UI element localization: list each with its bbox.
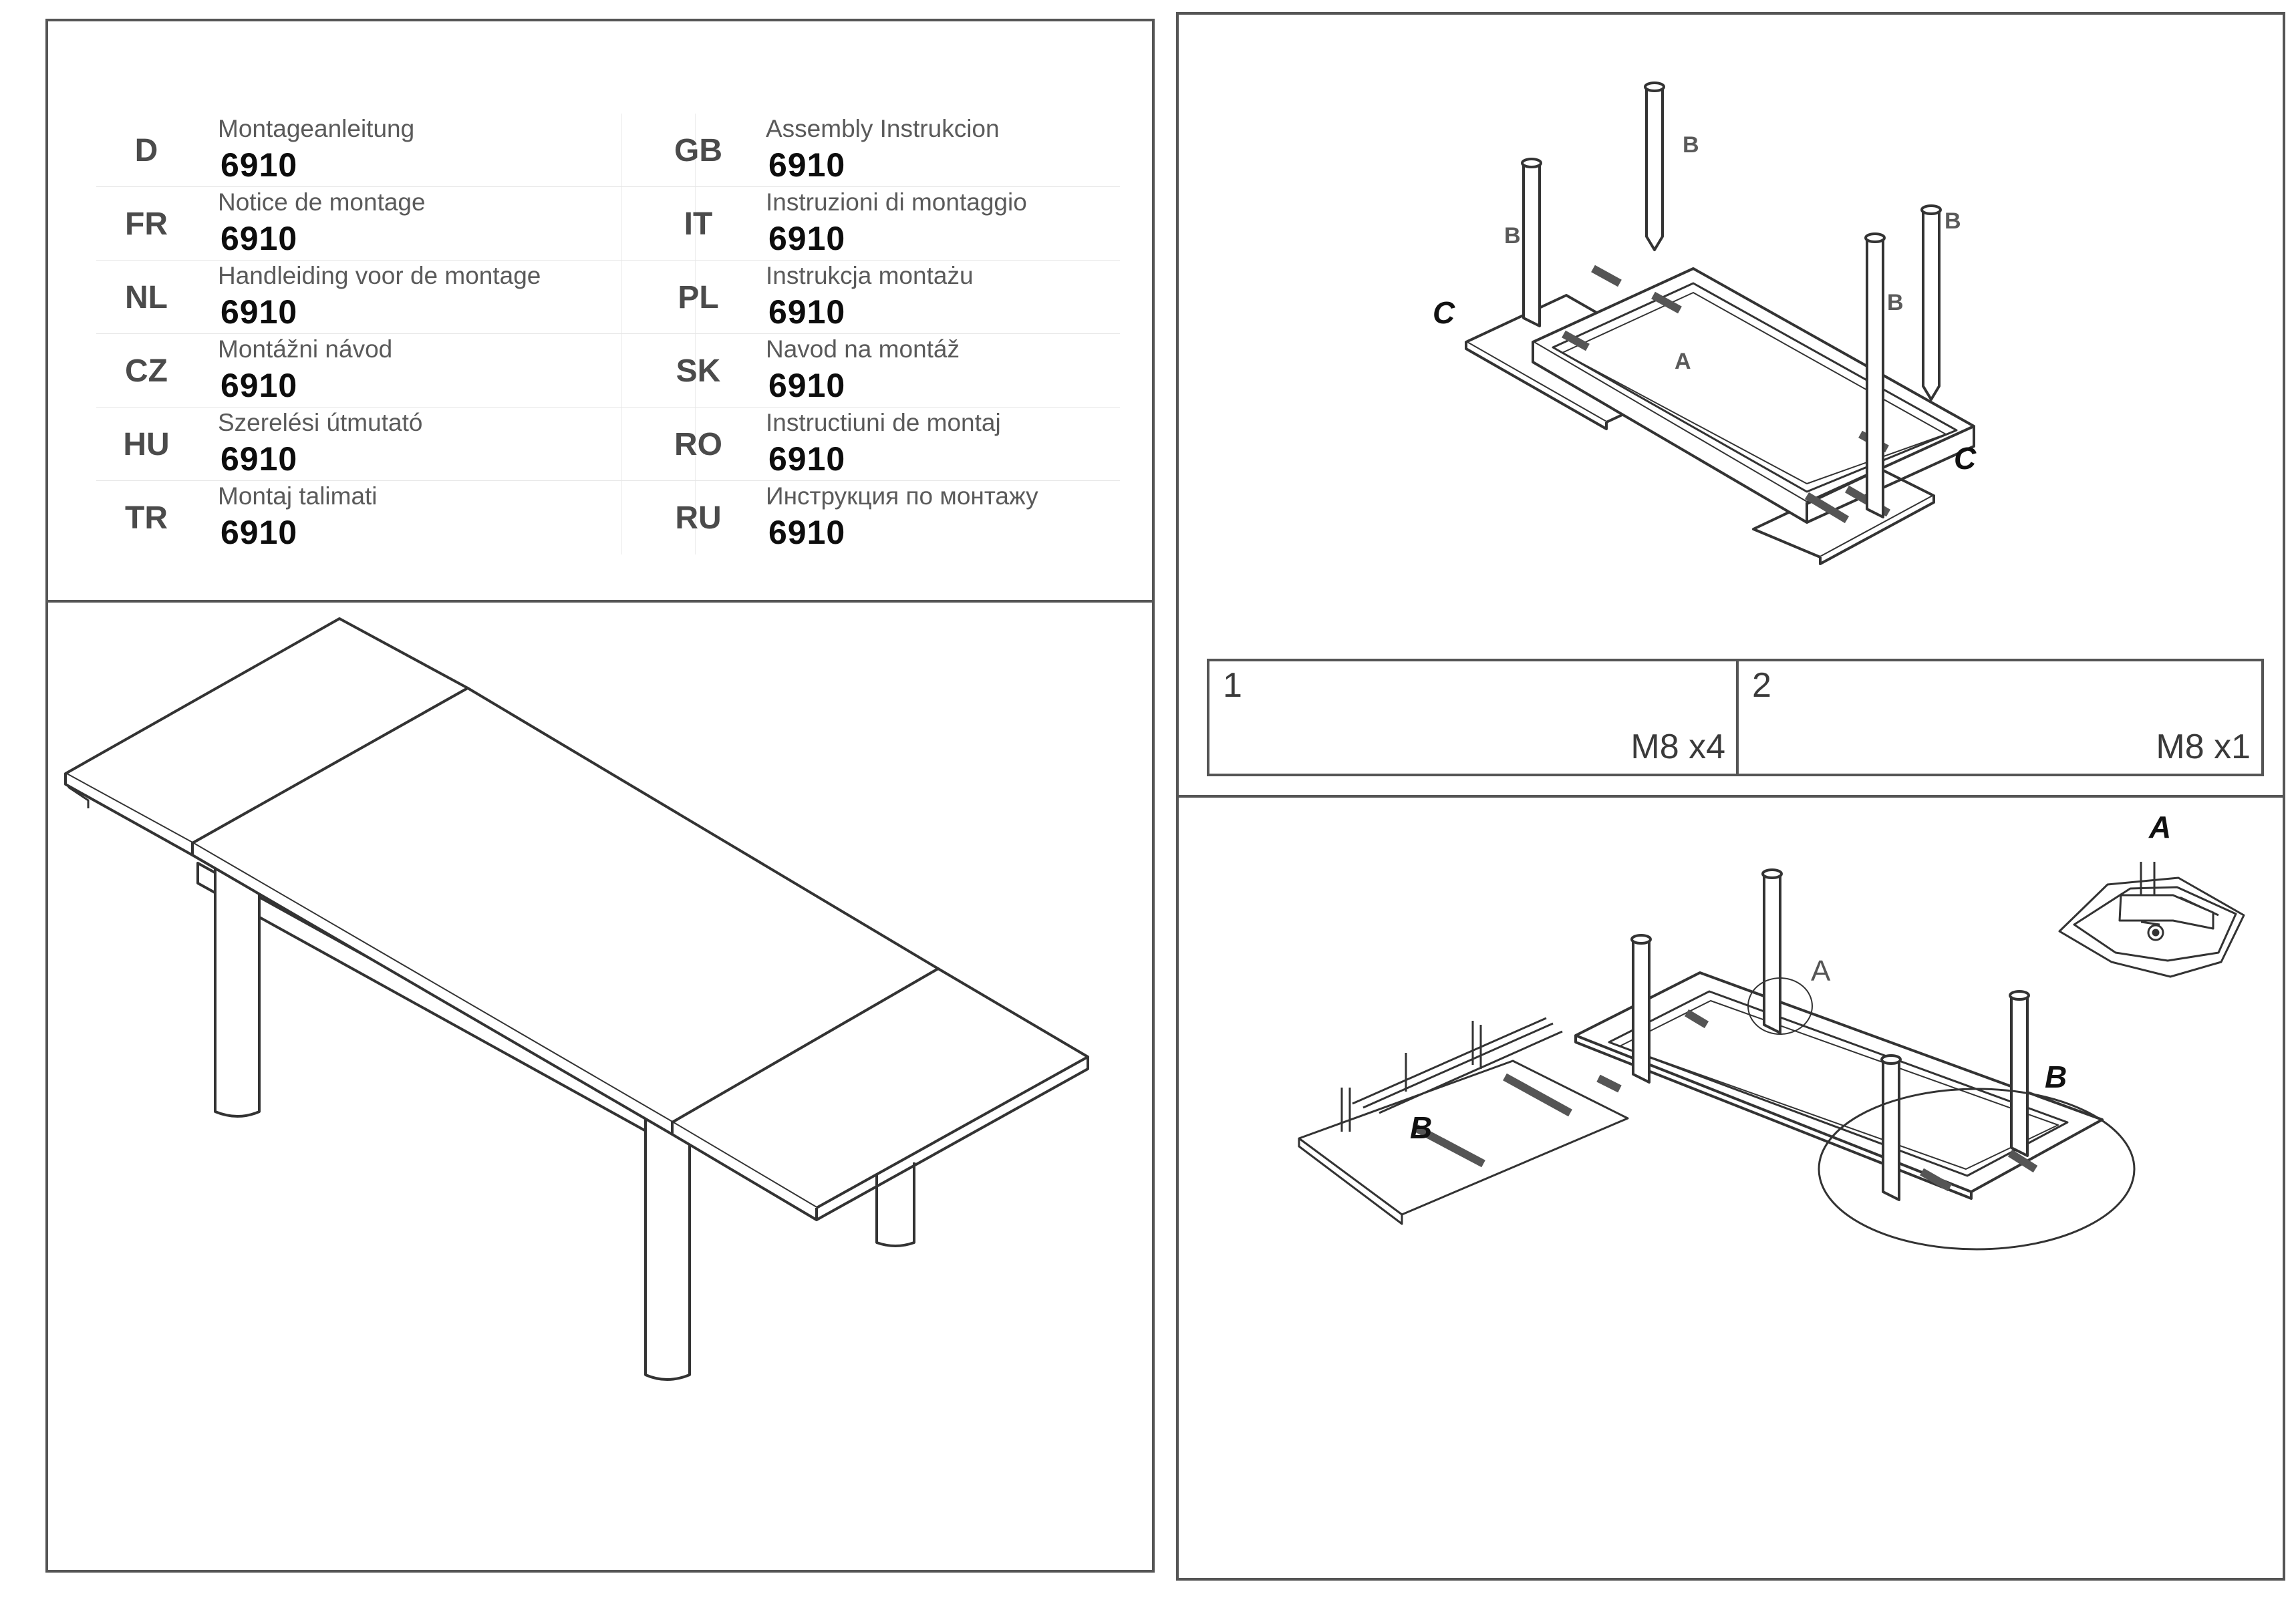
callout-label-b: B (2045, 1060, 2067, 1094)
instruction-title: Szerelési útmutató (218, 409, 423, 436)
model-number: 6910 (768, 220, 846, 257)
column-separator (695, 114, 696, 554)
language-code: D (134, 133, 158, 168)
hardware-cell: 1 M8 x4 (1209, 661, 1739, 774)
model-number: 6910 (221, 440, 298, 478)
part-label-b: B (1683, 132, 1699, 158)
detail-label-a: A (2148, 810, 2171, 844)
model-number: 6910 (221, 514, 298, 551)
detail-a-drawing (2058, 862, 2245, 978)
part-label-c: C (1433, 295, 1455, 330)
table-leg (1866, 236, 1884, 518)
detail-circle-a (1747, 977, 1813, 1035)
language-panel: D Montageanleitung 6910 GB Assembly Inst… (45, 19, 1155, 603)
detail-label-b: B (1410, 1110, 1432, 1145)
instruction-title: Montageanleitung (218, 115, 415, 142)
model-number: 6910 (768, 440, 846, 478)
step2-panel: A B A B (1176, 795, 2285, 1581)
language-code: FR (125, 206, 168, 242)
assembled-table-drawing (64, 617, 1089, 1381)
model-number: 6910 (768, 293, 846, 331)
model-number: 6910 (221, 293, 298, 331)
hardware-spec: M8 x1 (2156, 728, 2251, 766)
instruction-title: Instruzioni di montaggio (766, 188, 1027, 216)
language-code: CZ (125, 353, 168, 389)
part-label-b: B (1504, 223, 1521, 249)
table-leg (1882, 1058, 1900, 1201)
language-code: RU (675, 500, 722, 536)
language-row: TR Montaj talimati 6910 RU Инструкция по… (96, 481, 1120, 554)
language-row: NL Handleiding voor de montage 6910 PL I… (96, 261, 1120, 334)
table-leg (214, 867, 261, 1118)
instruction-title: Assembly Instrukcion (766, 115, 1000, 142)
part-label-b: B (1945, 208, 1961, 234)
table-leg (1522, 162, 1541, 327)
part-label-a: A (1675, 349, 1691, 374)
hardware-cell: 2 M8 x1 (1739, 661, 2261, 774)
instruction-title: Handleiding voor de montage (218, 262, 541, 289)
model-number: 6910 (768, 367, 846, 404)
instruction-title: Instrukcja montażu (766, 262, 974, 289)
table-leg (875, 1162, 915, 1247)
model-number: 6910 (221, 220, 298, 257)
instruction-title: Инструкция по монтажу (766, 482, 1038, 510)
table-leg (644, 1117, 691, 1381)
part-label-c: C (1954, 441, 1977, 476)
language-code: IT (684, 206, 713, 242)
table-leg (1645, 86, 1664, 251)
hardware-number: 1 (1223, 666, 1242, 705)
part-label-b: B (1887, 290, 1904, 315)
instruction-title: Montaj talimati (218, 482, 378, 510)
table-leg (1763, 872, 1781, 1034)
language-code: HU (123, 427, 170, 462)
language-code: SK (676, 353, 721, 389)
hardware-box: 1 M8 x4 2 M8 x1 (1207, 659, 2264, 776)
model-number: 6910 (768, 146, 846, 184)
language-code: PL (678, 280, 719, 315)
model-number: 6910 (221, 146, 298, 184)
language-code: TR (125, 500, 168, 536)
callout-label-a: A (1811, 955, 1831, 987)
language-row: D Montageanleitung 6910 GB Assembly Inst… (96, 114, 1120, 187)
instruction-title: Navod na montáž (766, 335, 960, 363)
language-code: GB (674, 133, 722, 168)
model-number: 6910 (768, 514, 846, 551)
language-row: FR Notice de montage 6910 IT Instruzioni… (96, 187, 1120, 261)
table-leg (1632, 938, 1651, 1084)
language-row: CZ Montážni návod 6910 SK Navod na montá… (96, 334, 1120, 408)
detail-b-drawing (1298, 1017, 1629, 1225)
instruction-title: Montážni návod (218, 335, 393, 363)
step2-drawing: A B A B (1298, 810, 2245, 1251)
hardware-spec: M8 x4 (1630, 728, 1725, 766)
instruction-title: Instructiuni de montaj (766, 409, 1001, 436)
instruction-title: Notice de montage (218, 188, 426, 216)
column-separator (621, 114, 622, 554)
model-number: 6910 (221, 367, 298, 404)
table-leg (2010, 994, 2029, 1157)
language-code: NL (125, 280, 168, 315)
language-code: RO (674, 427, 722, 462)
assembled-table-panel (45, 600, 1155, 1573)
table-leg (1922, 208, 1941, 401)
language-row: HU Szerelési útmutató 6910 RO Instructiu… (96, 408, 1120, 481)
detail-circle-b (1818, 1088, 2136, 1251)
step1-drawing: B B B B A C C (1433, 82, 1977, 565)
hardware-number: 2 (1752, 666, 1771, 705)
